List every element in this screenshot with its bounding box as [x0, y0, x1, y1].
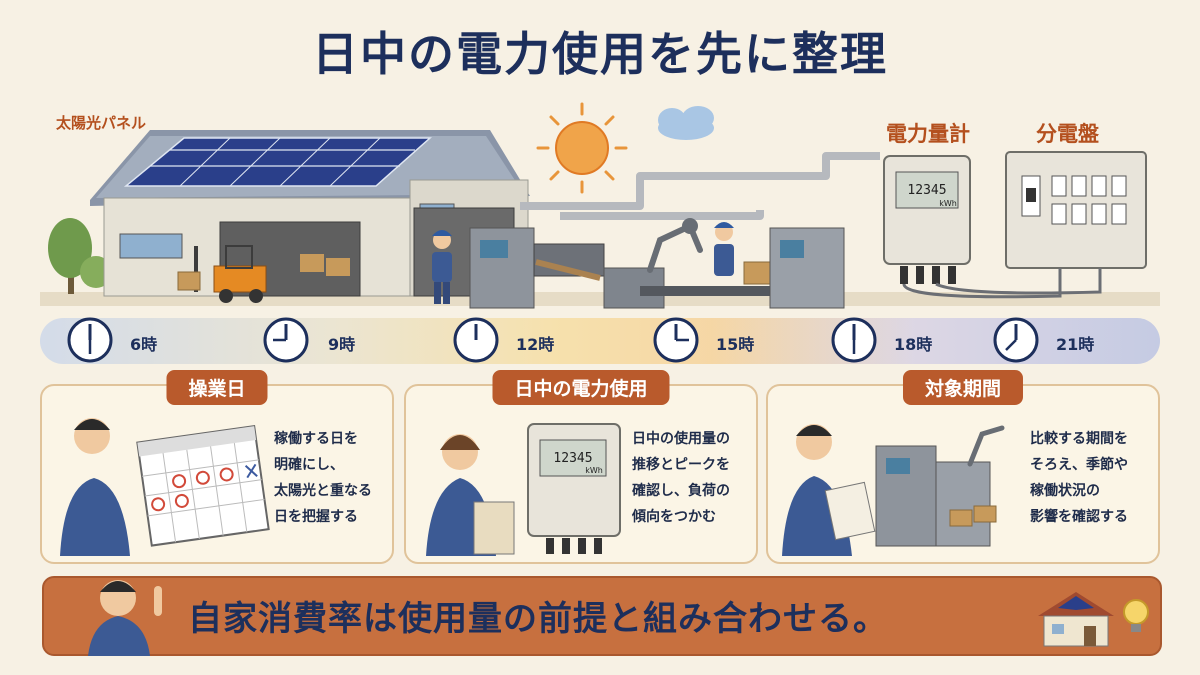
- meter-inspection-icon: 12345 kWh: [426, 423, 621, 556]
- worker-icon: [432, 230, 452, 304]
- forklift-icon: [177, 245, 267, 303]
- solar-panel-label: 太陽光パネル: [56, 114, 147, 132]
- solar-panel: [123, 137, 432, 187]
- card-description: 稼働する日を明確にし、太陽光と重なる日を把握する: [274, 431, 372, 525]
- house-solar-icon: [1038, 592, 1149, 647]
- meter-reading: 12345: [907, 183, 946, 198]
- card-title: 操業日: [166, 370, 268, 405]
- card-title: 日中の電力使用: [492, 370, 670, 405]
- card-daytime-power: 日中の電力使用 12345 kWh 日中の使用量の推移とピークを確認し、負荷の傾…: [404, 370, 758, 564]
- time-label-12: 12時: [516, 335, 555, 354]
- power-meter: 12345 kWh: [883, 155, 971, 284]
- time-label-21: 21時: [1056, 335, 1095, 354]
- distribution-board: [1005, 151, 1147, 269]
- time-label-6: 6時: [130, 335, 158, 354]
- robot-arm-icon: [647, 218, 703, 273]
- power-meter-label: 電力量計: [886, 122, 970, 146]
- clock-icon: [993, 317, 1039, 363]
- clock-icon: [831, 317, 877, 363]
- time-label-9: 9時: [328, 335, 356, 354]
- tree-icon: [48, 218, 112, 294]
- calendar-icon: [60, 418, 270, 556]
- time-label-18: 18時: [894, 335, 933, 354]
- cloud-icon: [658, 106, 714, 140]
- factory-scene: 12345 kWh: [40, 102, 1160, 309]
- clock-icon: [263, 317, 309, 363]
- packing-machine: [769, 227, 845, 309]
- cables: [902, 268, 1102, 299]
- meter-unit: kWh: [939, 199, 957, 208]
- meter-reading: 12345: [553, 451, 592, 466]
- conclusion-banner: 自家消費率は使用量の前提と組み合わせる。: [42, 576, 1162, 656]
- timeline-band: [40, 318, 1160, 364]
- distribution-board-label: 分電盤: [1036, 122, 1099, 146]
- time-label-15: 15時: [716, 335, 755, 354]
- card-description: 日中の使用量の推移とピークを確認し、負荷の傾向をつかむ: [632, 431, 730, 525]
- worker-icon: [714, 222, 734, 276]
- card-target-period: 対象期間 比較する期間をそろえ、季節や稼働状況の影響を確認する: [766, 370, 1160, 564]
- clock-icon: [653, 317, 699, 363]
- card-title: 対象期間: [902, 370, 1024, 405]
- production-machine: [469, 227, 665, 309]
- card-description: 比較する期間をそろえ、季節や稼働状況の影響を確認する: [1030, 431, 1128, 525]
- clock-icon: [67, 317, 113, 363]
- meter-unit: kWh: [585, 466, 603, 475]
- factory-building: [90, 130, 530, 297]
- conclusion-text: 自家消費率は使用量の前提と組み合わせる。: [188, 599, 888, 639]
- machine-inspection-icon: [782, 424, 1005, 556]
- sun-icon: [536, 102, 628, 194]
- presenter-icon: [88, 580, 162, 656]
- page-title: 日中の電力使用を先に整理: [312, 27, 888, 81]
- clock-icon: [453, 317, 499, 363]
- pipes: [520, 152, 880, 220]
- card-operating-days: 操業日 稼働する日を明確にし、太陽光と重なる日を把握する: [40, 370, 394, 564]
